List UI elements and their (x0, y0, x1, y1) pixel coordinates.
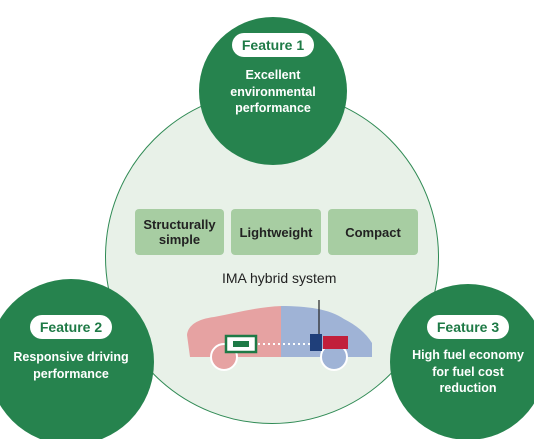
feature-1-circle: Feature 1 Excellent environmental perfor… (199, 17, 347, 165)
feature-2-circle: Feature 2 Responsive driving performance (0, 279, 154, 439)
system-label: IMA hybrid system (222, 270, 337, 286)
attribute-lightweight: Lightweight (231, 209, 321, 255)
feature-1-text: Excellent environmental performance (230, 68, 316, 115)
feature-3-circle: Feature 3 High fuel economy for fuel cos… (390, 284, 534, 439)
attribute-structurally-simple: Structurally simple (135, 209, 224, 255)
feature-1-badge: Feature 1 (231, 33, 315, 57)
feature-2-badge: Feature 2 (29, 315, 113, 339)
feature-3-badge: Feature 3 (426, 315, 510, 339)
motor-block (310, 334, 322, 351)
battery-block (323, 336, 348, 349)
attribute-compact: Compact (328, 209, 418, 255)
feature-3-text: High fuel economy for fuel cost reductio… (412, 348, 524, 395)
car-illustration (187, 300, 372, 371)
feature-2-text: Responsive driving performance (13, 350, 129, 381)
